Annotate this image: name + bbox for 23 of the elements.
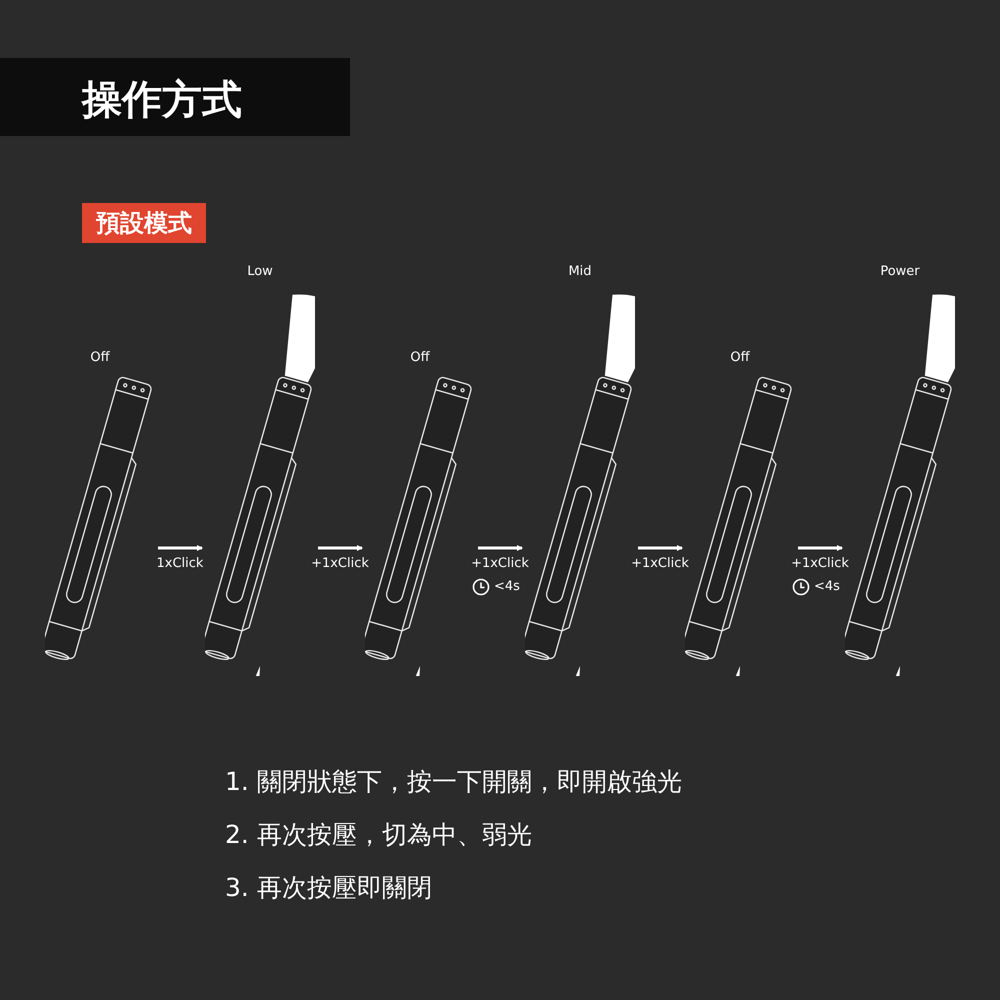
state-label: Off	[89, 350, 111, 365]
instruction-text: 1. 關閉狀態下，按一下開關，即開啟強光	[225, 766, 682, 798]
arrow	[158, 545, 203, 551]
state-label: Power	[879, 264, 921, 279]
edge-label: +1xClick	[470, 556, 530, 571]
arrow	[478, 545, 523, 551]
edge-label: +1xClick	[310, 556, 370, 571]
state-label: Mid	[567, 264, 593, 279]
edge-label: 1xClick	[156, 556, 204, 571]
mode-badge: 預設模式	[82, 203, 206, 243]
instruction-text: 3. 再次按壓即關閉	[225, 872, 432, 904]
arrow	[638, 545, 683, 551]
state-label: Low	[246, 264, 274, 279]
state-label: Off	[729, 350, 751, 365]
instruction-text: 2. 再次按壓，切為中、弱光	[225, 819, 532, 851]
time-limit-text: <4s	[814, 579, 840, 594]
time-limit-text: <4s	[494, 579, 520, 594]
state-label: Off	[409, 350, 431, 365]
edge-label: +1xClick	[790, 556, 850, 571]
arrow	[798, 545, 843, 551]
arrow	[318, 545, 363, 551]
edge-label: +1xClick	[630, 556, 690, 571]
title: 操作方式	[82, 76, 242, 125]
